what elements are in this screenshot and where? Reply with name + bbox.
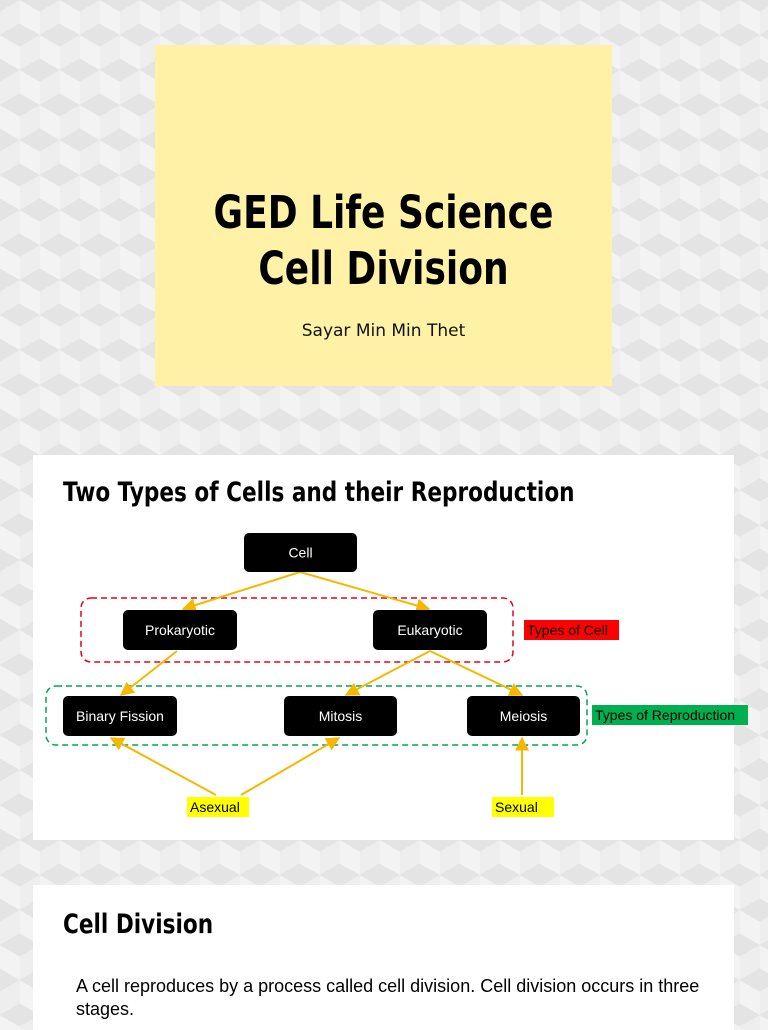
arrow-eukaryotic-to-meiosis [429,650,524,696]
label-types-of-cell-text: Types of Cell [527,622,608,638]
arrow-eukaryotic-to-mitosis [344,650,431,696]
cell-division-body: A cell reproduces by a process called ce… [76,976,700,1019]
node-mitosis: Mitosis [284,696,397,736]
author-name: Sayar Min Min Thet [301,321,466,341]
label-asexual-text: Asexual [190,799,240,815]
diagram-slide-heading: Two Types of Cells and their Reproductio… [63,477,575,508]
node-eukaryotic: Eukaryotic [373,610,487,650]
cell-division-slide: Cell Division A cell reproduces by a pro… [33,885,734,1030]
arrow-cell-to-prokaryotic [181,571,301,612]
node-eukaryotic-label: Eukaryotic [397,622,462,638]
node-binary-fission-label: Binary Fission [76,708,164,724]
node-binary-fission: Binary Fission [63,696,177,736]
label-asexual: Asexual [187,797,249,817]
node-cell: Cell [244,533,357,572]
label-types-of-reproduction: Types of Reproduction [592,705,748,725]
slide-title: GED Life Science Cell Division [201,185,567,297]
node-cell-label: Cell [288,545,312,561]
label-sexual-text: Sexual [495,799,538,815]
label-sexual: Sexual [492,797,554,817]
title-line-2: Cell Division [258,242,509,295]
node-mitosis-label: Mitosis [319,708,363,724]
label-types-of-cell: Types of Cell [524,620,619,640]
diagram-slide: Two Types of Cells and their Reproductio… [33,455,748,840]
arrow-cell-to-eukaryotic [299,571,431,613]
node-meiosis-label: Meiosis [500,708,547,724]
arrow-prokaryotic-to-binary-fission [119,650,178,696]
cell-reproduction-diagram: Cell Prokaryotic Eukaryotic Binary Fissi… [45,533,748,817]
label-types-of-reproduction-text: Types of Reproduction [595,707,735,723]
cell-types-group [80,597,514,663]
node-prokaryotic-label: Prokaryotic [145,622,215,638]
title-line-1: GED Life Science [213,186,554,239]
node-prokaryotic: Prokaryotic [123,610,237,650]
title-slide: GED Life Science Cell Division Sayar Min… [155,45,612,386]
arrow-asexual-to-mitosis [240,737,341,796]
reproduction-types-group [45,685,588,746]
arrow-asexual-to-binary-fission [109,737,217,796]
cell-division-heading: Cell Division [63,909,214,940]
node-meiosis: Meiosis [467,696,580,736]
